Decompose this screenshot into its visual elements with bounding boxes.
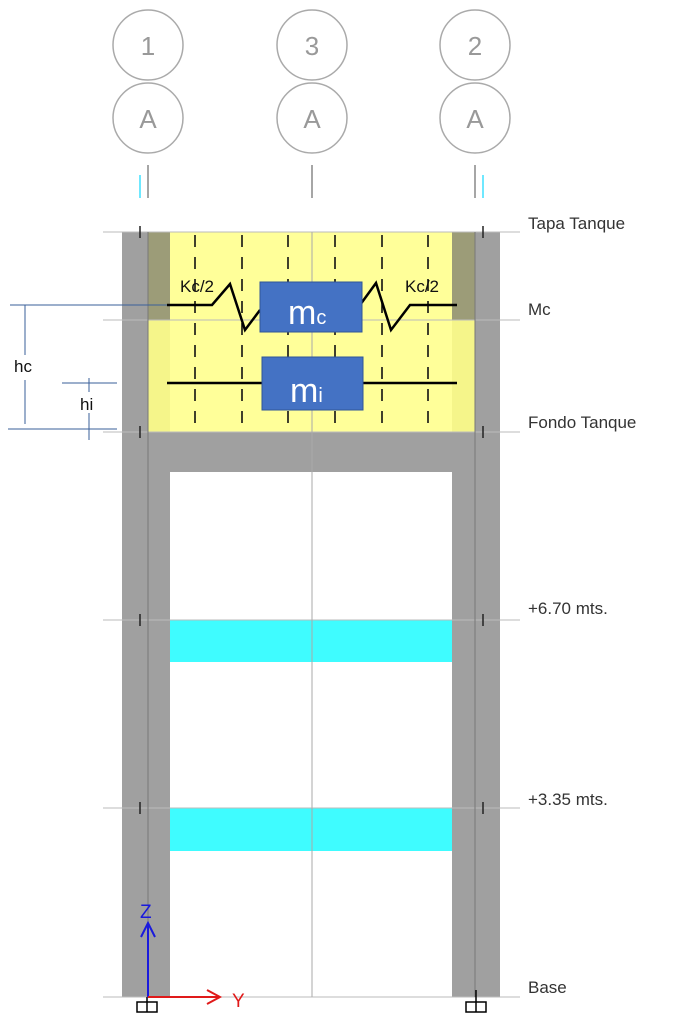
grid-number: 2 — [468, 31, 482, 61]
level-label-670: +6.70 mts. — [528, 599, 608, 618]
grid-bubble-2: 2 A — [439, 9, 511, 154]
grid-bubble-3: 3 A — [276, 9, 348, 154]
level-label-mc: Mc — [528, 300, 551, 319]
grid-number: 3 — [305, 31, 319, 61]
mass-subscript: i — [318, 385, 322, 407]
mass-impulsive: mi — [261, 356, 364, 411]
axis-z-arrow — [140, 920, 156, 997]
joint-ticks — [139, 226, 484, 814]
grid-letter: A — [139, 104, 157, 134]
svg-text:mc: mc — [288, 294, 326, 332]
spring-left — [167, 281, 261, 333]
mass-subscript: c — [316, 307, 326, 329]
column-left-inner — [148, 432, 170, 997]
spring-left-label: Kc/2 — [180, 277, 214, 296]
axis-z-label: Z — [140, 902, 152, 923]
grid-ticks — [139, 165, 484, 198]
dimension-hi-label: hi — [80, 395, 93, 414]
support-right — [465, 990, 487, 1013]
mass-symbol: m — [290, 372, 318, 410]
dimension-hc — [8, 304, 167, 430]
grid-letter: A — [303, 104, 321, 134]
grid-bubble-1: 1 A — [112, 9, 184, 154]
spring-right — [358, 280, 457, 333]
mass-symbol: m — [288, 294, 316, 332]
level-label-tapa-tanque: Tapa Tanque — [528, 214, 625, 233]
axis-y-label: Y — [232, 991, 245, 1012]
level-label-fondo-tanque: Fondo Tanque — [528, 413, 636, 432]
grid-number: 1 — [141, 31, 155, 61]
support-left — [136, 997, 158, 1013]
tank-wall-left — [148, 232, 170, 320]
beam-670 — [170, 620, 452, 662]
spring-right-label: Kc/2 — [405, 277, 439, 296]
beam-335 — [170, 808, 452, 851]
column-left — [122, 232, 148, 997]
mass-convective: mc — [259, 281, 363, 333]
level-label-base: Base — [528, 978, 567, 997]
tank-wall-right — [452, 232, 475, 320]
grid-letter: A — [466, 104, 484, 134]
svg-text:mi: mi — [290, 372, 323, 410]
level-label-335: +3.35 mts. — [528, 790, 608, 809]
column-right — [475, 232, 500, 997]
dimension-hi — [62, 378, 117, 440]
dimension-hc-label: hc — [14, 357, 32, 376]
axis-y-arrow — [148, 989, 223, 1005]
column-right-inner — [452, 432, 475, 997]
